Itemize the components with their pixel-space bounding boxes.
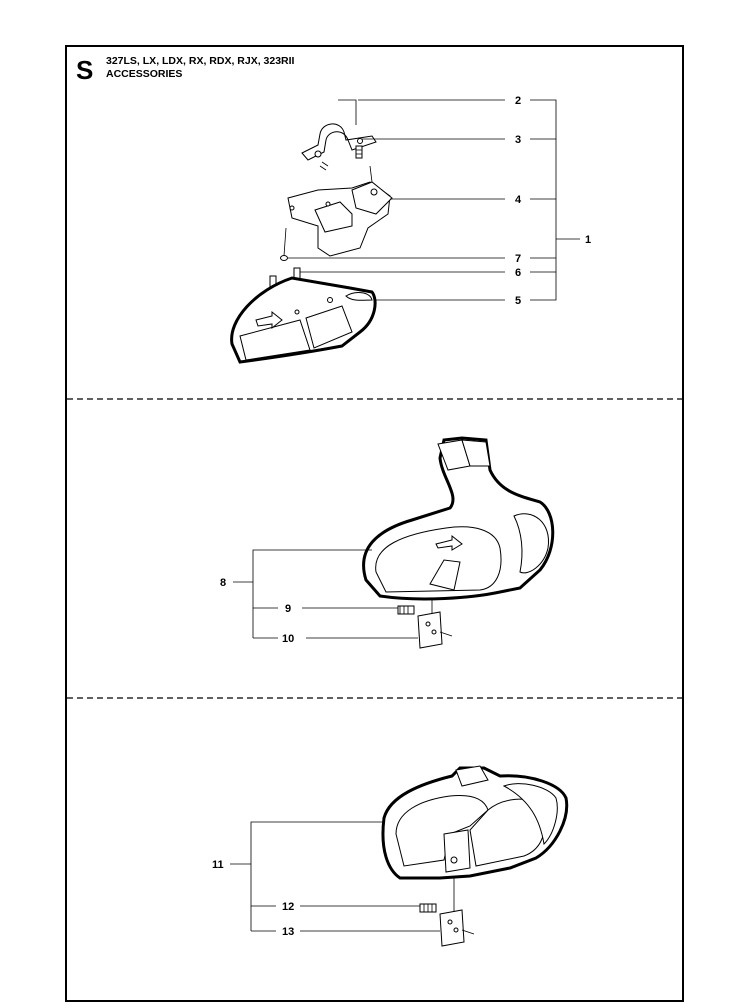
guard-screw [419,903,437,913]
callout-13: 13 [282,926,294,938]
callout-2: 2 [515,95,521,107]
guard-plate [417,598,453,649]
leader-2 [338,99,357,125]
panel-2-artwork [233,436,555,649]
guard-bracket [287,165,393,257]
diagram-frame [65,45,684,1002]
callout-9: 9 [285,603,291,615]
bracket-1 [530,138,556,273]
callout-7: 7 [515,253,521,265]
callout-6: 6 [515,267,521,279]
callout-10: 10 [282,633,294,645]
callout-12: 12 [282,901,294,913]
callout-5: 5 [515,295,521,307]
grass-guard [230,276,377,364]
callout-1: 1 [585,234,591,246]
callout-4: 4 [515,194,522,206]
bracket-1 [530,99,557,301]
clamp-strap [301,123,377,161]
clamp-screw [319,145,363,171]
callout-11: 11 [212,859,224,871]
section-letter: S [76,55,94,85]
leader-8 [252,549,372,638]
panel-1-artwork [230,99,580,364]
callout-8: 8 [220,577,226,589]
callout-3: 3 [515,134,521,146]
trimmer-guard [362,436,555,601]
page-title: ACCESSORIES [106,68,183,80]
model-list: 327LS, LX, LDX, RX, RDX, RJX, 323RII [106,55,295,67]
leader-11 [250,821,384,931]
guard-plate [439,876,475,947]
panel-3-artwork [230,765,569,947]
brushcutter-guard [381,765,569,880]
guard-screw [397,605,415,615]
